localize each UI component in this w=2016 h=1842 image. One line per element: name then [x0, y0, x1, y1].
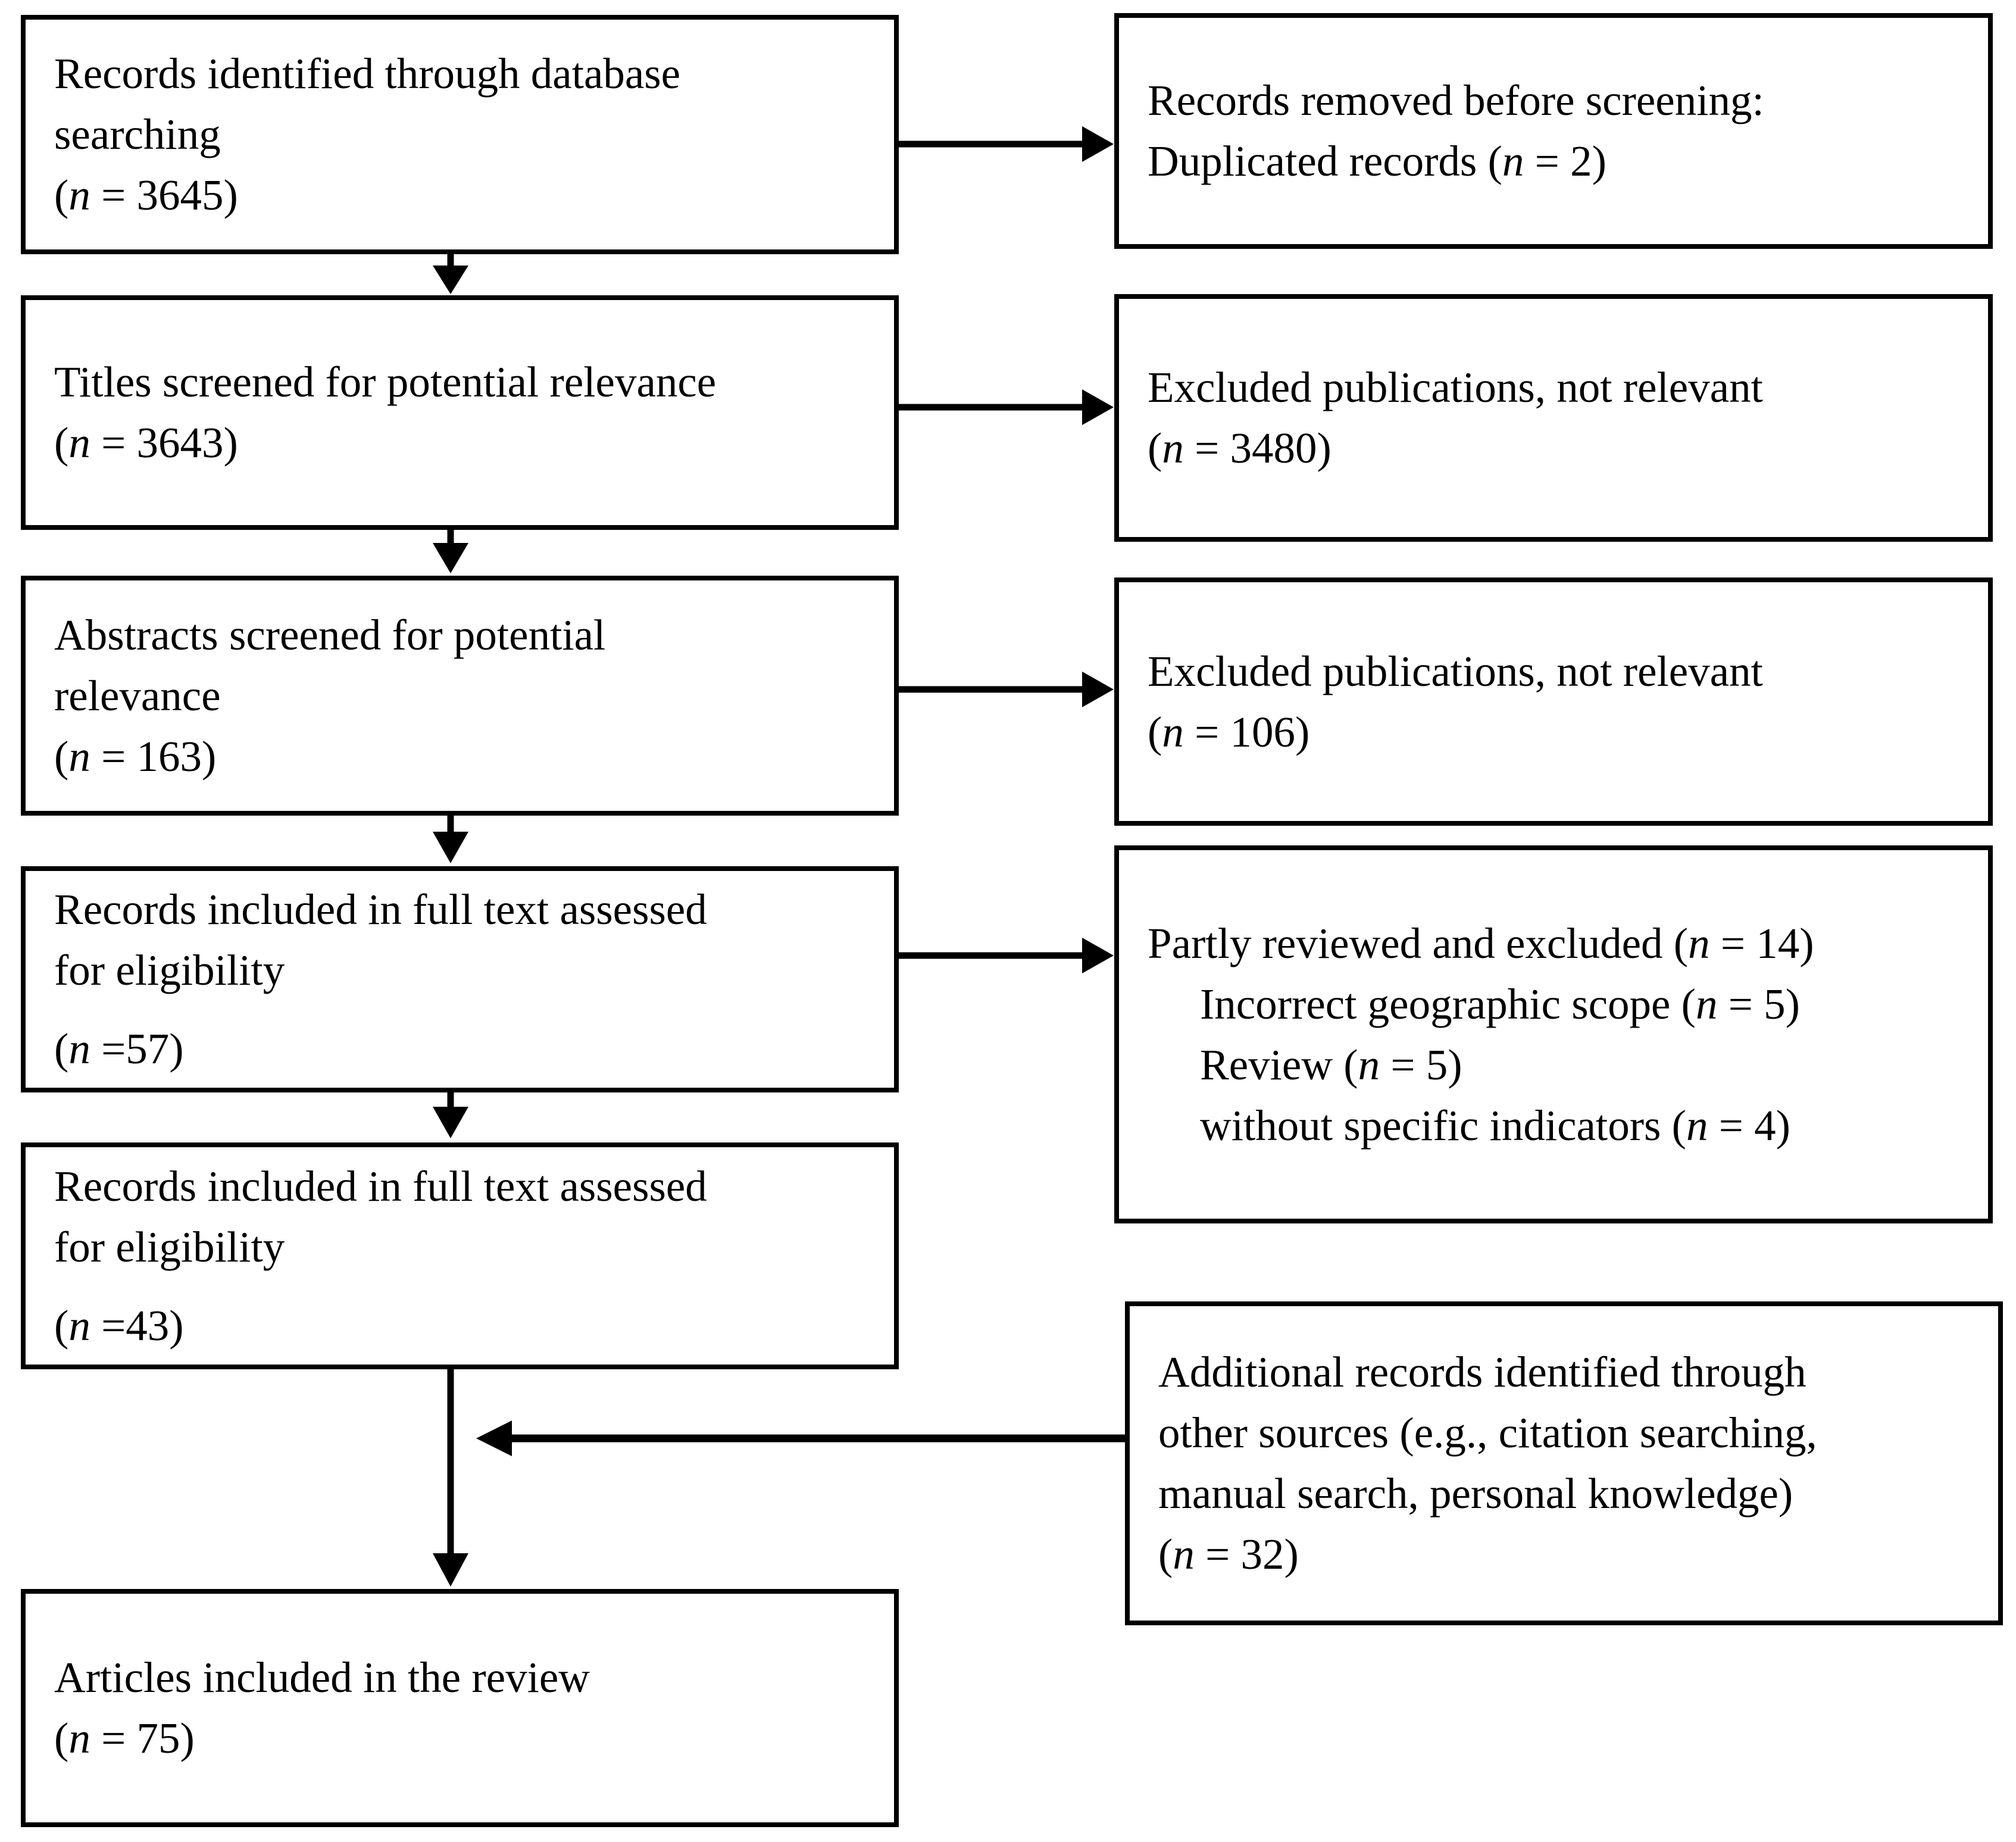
arrow-left-icon-1 — [476, 1420, 1126, 1456]
box-records-identified: Records identified through database searc… — [21, 15, 899, 254]
box-records-removed: Records removed before screening: Duplica… — [1114, 13, 1993, 249]
text-line: searching — [54, 110, 221, 158]
text-line: Records identified through database — [54, 49, 681, 98]
text-line: Partly reviewed and excluded (n = 14) — [1148, 919, 1814, 967]
text-line: Incorrect geographic scope (n = 5) — [1200, 979, 1800, 1028]
arrow-down-icon-2 — [433, 527, 468, 573]
arrow-down-icon-4 — [433, 1090, 468, 1138]
text-line: Articles included in the review — [54, 1653, 590, 1701]
text-line: for eligibility — [54, 946, 285, 994]
text-line: (n = 3645) — [54, 171, 238, 219]
text-line: (n =57) — [54, 1025, 184, 1073]
arrow-right-icon-3 — [896, 672, 1114, 707]
text-line: other sources (e.g., citation searching, — [1158, 1409, 1817, 1457]
text-line: (n = 163) — [54, 732, 217, 780]
text-line: Titles screened for potential relevance — [54, 358, 717, 406]
box-titles-screened: Titles screened for potential relevance (… — [21, 295, 899, 530]
text-line: (n = 106) — [1148, 707, 1310, 756]
text-line: Excluded publications, not relevant — [1148, 363, 1763, 411]
box-excluded-titles: Excluded publications, not relevant (n = … — [1114, 294, 1993, 542]
text-line: Additional records identified through — [1158, 1348, 1806, 1396]
arrow-right-icon-1 — [896, 126, 1114, 162]
box-additional-records: Additional records identified through oth… — [1125, 1301, 2003, 1625]
arrow-down-icon-1 — [433, 253, 468, 294]
box-abstracts-screened: Abstracts screened for potential relevanc… — [21, 576, 899, 816]
box-partly-reviewed-excluded: Partly reviewed and excluded (n = 14) Inc… — [1114, 845, 1993, 1223]
text-line: Records removed before screening: — [1148, 76, 1764, 124]
text-line: for eligibility — [54, 1222, 285, 1271]
arrow-right-icon-2 — [896, 389, 1114, 425]
box-excluded-abstracts: Excluded publications, not relevant (n = … — [1114, 577, 1993, 826]
text-line: without specific indicators (n = 4) — [1200, 1101, 1790, 1150]
arrow-down-icon-3 — [433, 813, 468, 863]
text-line: Excluded publications, not relevant — [1148, 647, 1763, 695]
text-line: (n = 3643) — [54, 419, 238, 467]
text-line: Review (n = 5) — [1200, 1040, 1462, 1089]
text-line: relevance — [54, 671, 221, 720]
box-fulltext-assessed-57: Records included in full text assessed fo… — [21, 866, 899, 1092]
text-line: Records included in full text assessed — [54, 885, 707, 934]
text-line: (n = 3480) — [1148, 424, 1332, 472]
text-line: Abstracts screened for potential — [54, 610, 606, 659]
arrow-down-icon-5 — [433, 1367, 468, 1587]
text-line: (n = 32) — [1158, 1530, 1299, 1578]
text-line: Records included in full text assessed — [54, 1162, 707, 1210]
box-articles-included: Articles included in the review (n = 75) — [21, 1589, 899, 1827]
arrow-right-icon-4 — [896, 938, 1114, 973]
box-fulltext-assessed-43: Records included in full text assessed fo… — [21, 1142, 899, 1369]
text-line: (n = 75) — [54, 1714, 195, 1762]
text-line: (n =43) — [54, 1301, 184, 1350]
text-line: Duplicated records (n = 2) — [1148, 137, 1606, 185]
text-line: manual search, personal knowledge) — [1158, 1469, 1793, 1518]
